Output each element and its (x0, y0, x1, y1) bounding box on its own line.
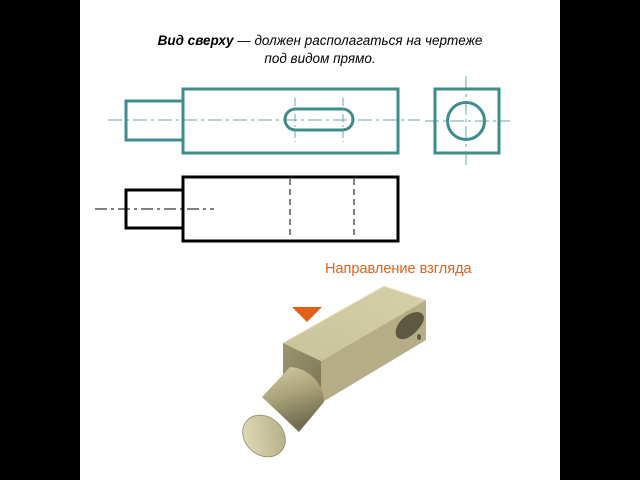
top-view-slot (283, 107, 355, 132)
caption-rest: — должен располагаться на чертеже (233, 33, 483, 48)
top-view-body (181, 87, 400, 155)
part-slot-opening (395, 312, 424, 340)
side-view (425, 76, 510, 166)
technical-drawing (95, 76, 510, 458)
part-slot-small-hole (417, 334, 421, 340)
isometric-part (242, 285, 427, 458)
direction-label: Направление взгляда (325, 261, 472, 277)
slide: Вид сверху — должен располагаться на чер… (80, 0, 560, 480)
caption-line-2: под видом прямо. (264, 51, 376, 66)
front-view-body (181, 175, 400, 243)
top-view (108, 87, 420, 155)
caption-line-1: Вид сверху — должен располагаться на чер… (80, 32, 560, 50)
front-view (95, 175, 400, 243)
side-view-square (433, 87, 501, 155)
part-cylinder (262, 367, 324, 432)
view-direction-arrow-icon (292, 307, 322, 322)
caption: Вид сверху — должен располагаться на чер… (80, 32, 560, 68)
side-view-hole (446, 101, 486, 141)
part-top-edge-highlight (282, 285, 427, 344)
caption-term: Вид сверху (157, 33, 234, 48)
part-top-face (283, 286, 426, 361)
part-cylinder-end-cap (242, 414, 286, 458)
